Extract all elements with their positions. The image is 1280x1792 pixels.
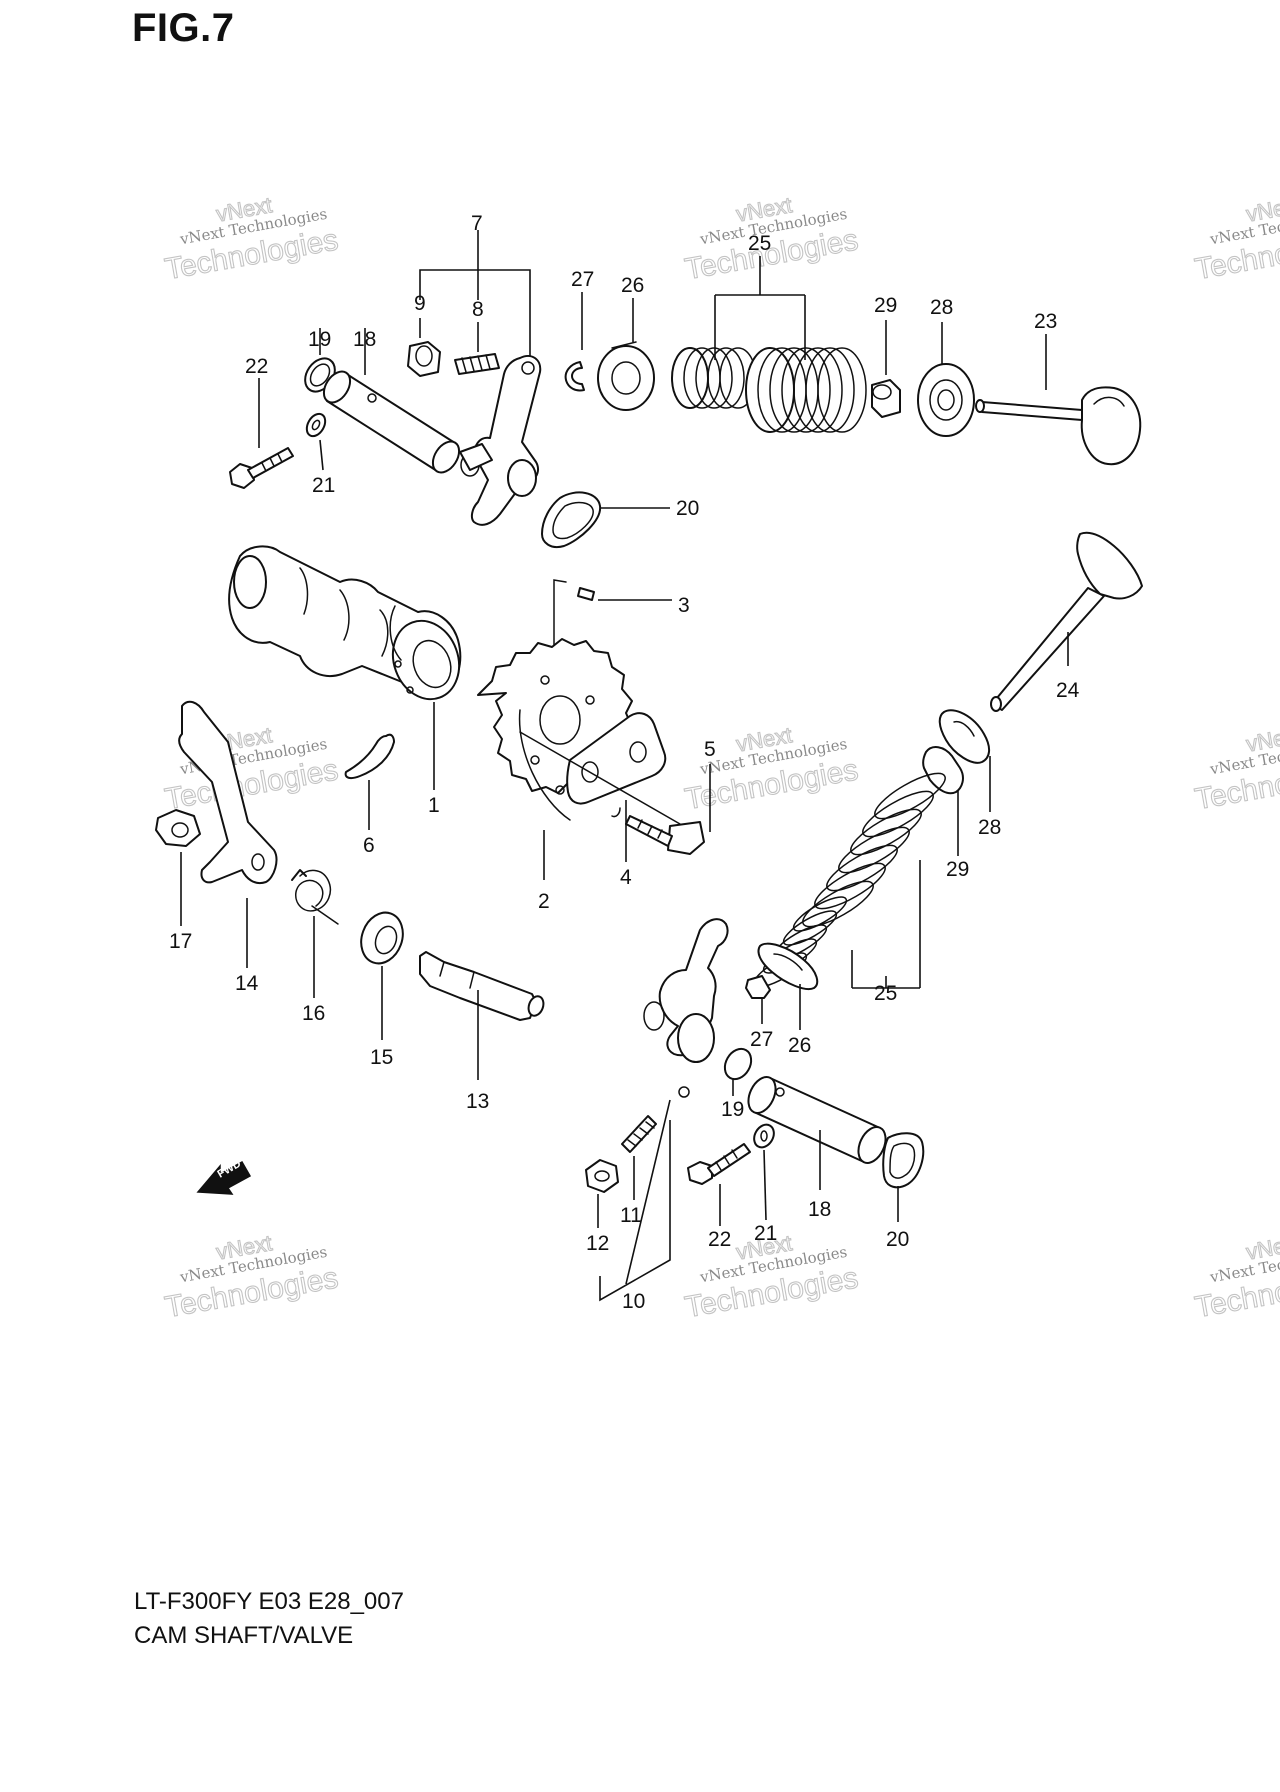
callout-15: 15 [370, 1046, 393, 1069]
callout-21: 21 [312, 474, 335, 497]
callout-26: 26 [621, 274, 644, 297]
part-18-rocker-shaft-lower [747, 1076, 887, 1190]
part-21-washer [305, 412, 327, 471]
callout-19: 19 [308, 328, 331, 351]
part-16-torsion-spring [291, 869, 339, 998]
part-8-adjust-screw [454, 322, 500, 375]
callout-23: 23 [1034, 310, 1057, 333]
watermark: vNext vNext Technologies Technologies [682, 722, 861, 817]
part-12-nut [585, 1159, 619, 1228]
watermark: vNext vNext Technologies Technologies [1192, 722, 1280, 817]
part-15-bearing [360, 911, 404, 1040]
leader-bracket [419, 269, 531, 360]
part-1-camshaft [228, 545, 462, 790]
part-27-cotter-lower [745, 975, 771, 1024]
callout-21b: 21 [754, 1222, 777, 1245]
bracket-7 [419, 230, 531, 360]
part-25-valve-springs [671, 256, 867, 433]
callout-12: 12 [586, 1232, 609, 1255]
callout-2: 2 [538, 890, 550, 913]
part-7-rocker-arm [459, 354, 542, 526]
inner-spring [671, 347, 757, 409]
part-13-decomp-shaft [419, 951, 545, 1080]
part-14-decomp-lever [178, 700, 278, 968]
outer-spring-lower [802, 772, 946, 928]
diagram-model-code: LT-F300FY E03 E28_007 [134, 1588, 404, 1615]
callout-20: 20 [676, 497, 699, 520]
part-20-o-ring-lower [882, 1132, 925, 1222]
callout-20b: 20 [886, 1228, 909, 1251]
callout-29: 29 [874, 294, 897, 317]
part-10-rocker-arm [643, 918, 729, 1098]
callout-4: 4 [620, 866, 632, 889]
callout-26b: 26 [788, 1034, 811, 1057]
diagram-section-title: CAM SHAFT/VALVE [134, 1622, 354, 1649]
callout-19b: 19 [721, 1098, 744, 1121]
leader-line [625, 1099, 671, 1285]
callout-18: 18 [353, 328, 376, 351]
part-27-cotter [564, 292, 585, 392]
callout-13: 13 [466, 1090, 489, 1113]
figure-title: FIG.7 [132, 6, 235, 50]
callout-11: 11 [620, 1204, 642, 1227]
callout-25b: 25 [874, 982, 897, 1005]
part-24-valve [990, 531, 1143, 712]
callout-29b: 29 [946, 858, 969, 881]
part-22-bolt [229, 378, 294, 489]
part-5-bolt [519, 731, 711, 855]
watermark: vNext vNext Technologies Technologies [162, 192, 341, 287]
part-26-retainer [597, 298, 655, 411]
callout-14: 14 [235, 972, 259, 995]
callout-18b: 18 [808, 1198, 831, 1221]
callout-7: 7 [471, 212, 483, 235]
callout-1: 1 [428, 794, 440, 817]
leader-bracket [714, 256, 806, 360]
watermark: vNext vNext Technologies Technologies [162, 1230, 341, 1325]
callout-16: 16 [302, 1002, 325, 1025]
part-18-rocker-shaft [322, 328, 461, 474]
callout-27: 27 [571, 268, 594, 291]
callout-5: 5 [704, 738, 716, 761]
callout-28: 28 [930, 296, 953, 319]
callout-25: 25 [748, 232, 771, 255]
callout-6: 6 [363, 834, 375, 857]
part-29-stem-seal [871, 320, 901, 418]
callout-10: 10 [622, 1290, 645, 1313]
watermark-group: vNext vNext Technologies Technologies vN… [162, 192, 1280, 1325]
part-11-adjust-screw [621, 1115, 657, 1200]
part-29-stem-seal-lower [922, 746, 964, 856]
callout-3: 3 [678, 594, 690, 617]
callout-9: 9 [414, 292, 426, 315]
leader-line [319, 439, 324, 471]
outer-spring [745, 347, 867, 433]
watermark: vNext vNext Technologies Technologies [682, 192, 861, 287]
part-9-nut [407, 318, 441, 377]
part-28-spring-seat [917, 322, 975, 437]
part-22-bolt-lower [687, 1143, 751, 1226]
part-26-retainer-lower [757, 942, 819, 1030]
fwd-arrow-icon: FWD [196, 1158, 252, 1195]
callout-27b: 27 [750, 1028, 773, 1051]
part-28-spring-seat-lower [938, 709, 991, 812]
part-19-o-ring-lower [723, 1047, 753, 1096]
part-21-washer-lower [753, 1123, 775, 1221]
part-6-clip [344, 733, 395, 830]
leader-line [763, 1149, 767, 1221]
part-4-retainer-plate [566, 712, 667, 862]
watermark: vNext vNext Technologies Technologies [1192, 192, 1280, 287]
leader-bracket-10 [599, 1120, 671, 1302]
part-23-valve [975, 334, 1142, 466]
callout-labels: 7 9 8 19 18 22 21 27 26 25 29 28 23 20 3… [169, 212, 1080, 1313]
watermark: vNext vNext Technologies Technologies [1192, 1230, 1280, 1325]
callout-22: 22 [245, 355, 268, 378]
callout-22b: 22 [708, 1228, 731, 1251]
callout-17: 17 [169, 930, 192, 953]
callout-8: 8 [472, 298, 484, 321]
leader-bracket [851, 860, 921, 989]
part-20-o-ring [541, 491, 670, 548]
part-17-nut [155, 809, 201, 926]
callout-24: 24 [1056, 679, 1080, 702]
callout-28b: 28 [978, 816, 1001, 839]
